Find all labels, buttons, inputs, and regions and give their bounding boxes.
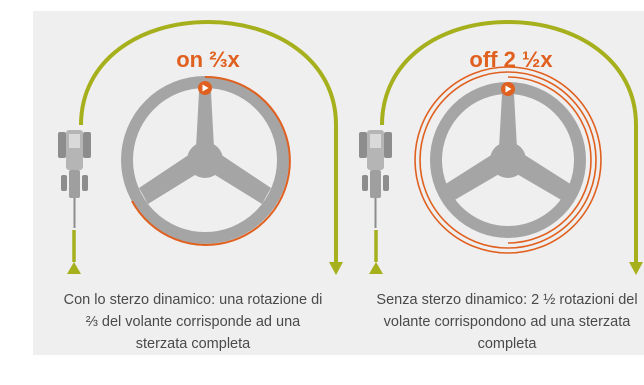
- right-rotation-rings: [414, 66, 602, 254]
- right-start-arrow-icon: [369, 262, 383, 274]
- right-play-marker-icon: [501, 82, 515, 96]
- steering-wheel-icon: [121, 76, 289, 244]
- left-rotation-arc: [131, 75, 291, 246]
- left-caption: Con lo sterzo dinamico: una rotazione di…: [63, 292, 323, 352]
- left-start-arrow-icon: [67, 262, 81, 274]
- right-label: off 2 ½x: [469, 47, 553, 72]
- left-play-marker-icon: [198, 81, 212, 95]
- right-scenario: off 2 ½x: [359, 19, 643, 275]
- tractor-icon: [359, 130, 392, 228]
- right-end-arrow-icon: [629, 262, 643, 275]
- left-scenario: on ⅔x: [58, 19, 343, 275]
- right-turning-path: [380, 19, 638, 262]
- left-label-bg: [150, 42, 266, 76]
- right-label-bg: [442, 42, 580, 76]
- tractor-icon: [58, 130, 91, 228]
- steering-wheel-icon: [430, 82, 586, 238]
- left-label: on ⅔x: [176, 47, 240, 72]
- left-turning-path: [79, 19, 338, 262]
- right-caption: Senza sterzo dinamico: 2 ½ rotazioni del…: [376, 292, 638, 352]
- left-end-arrow-icon: [329, 262, 343, 275]
